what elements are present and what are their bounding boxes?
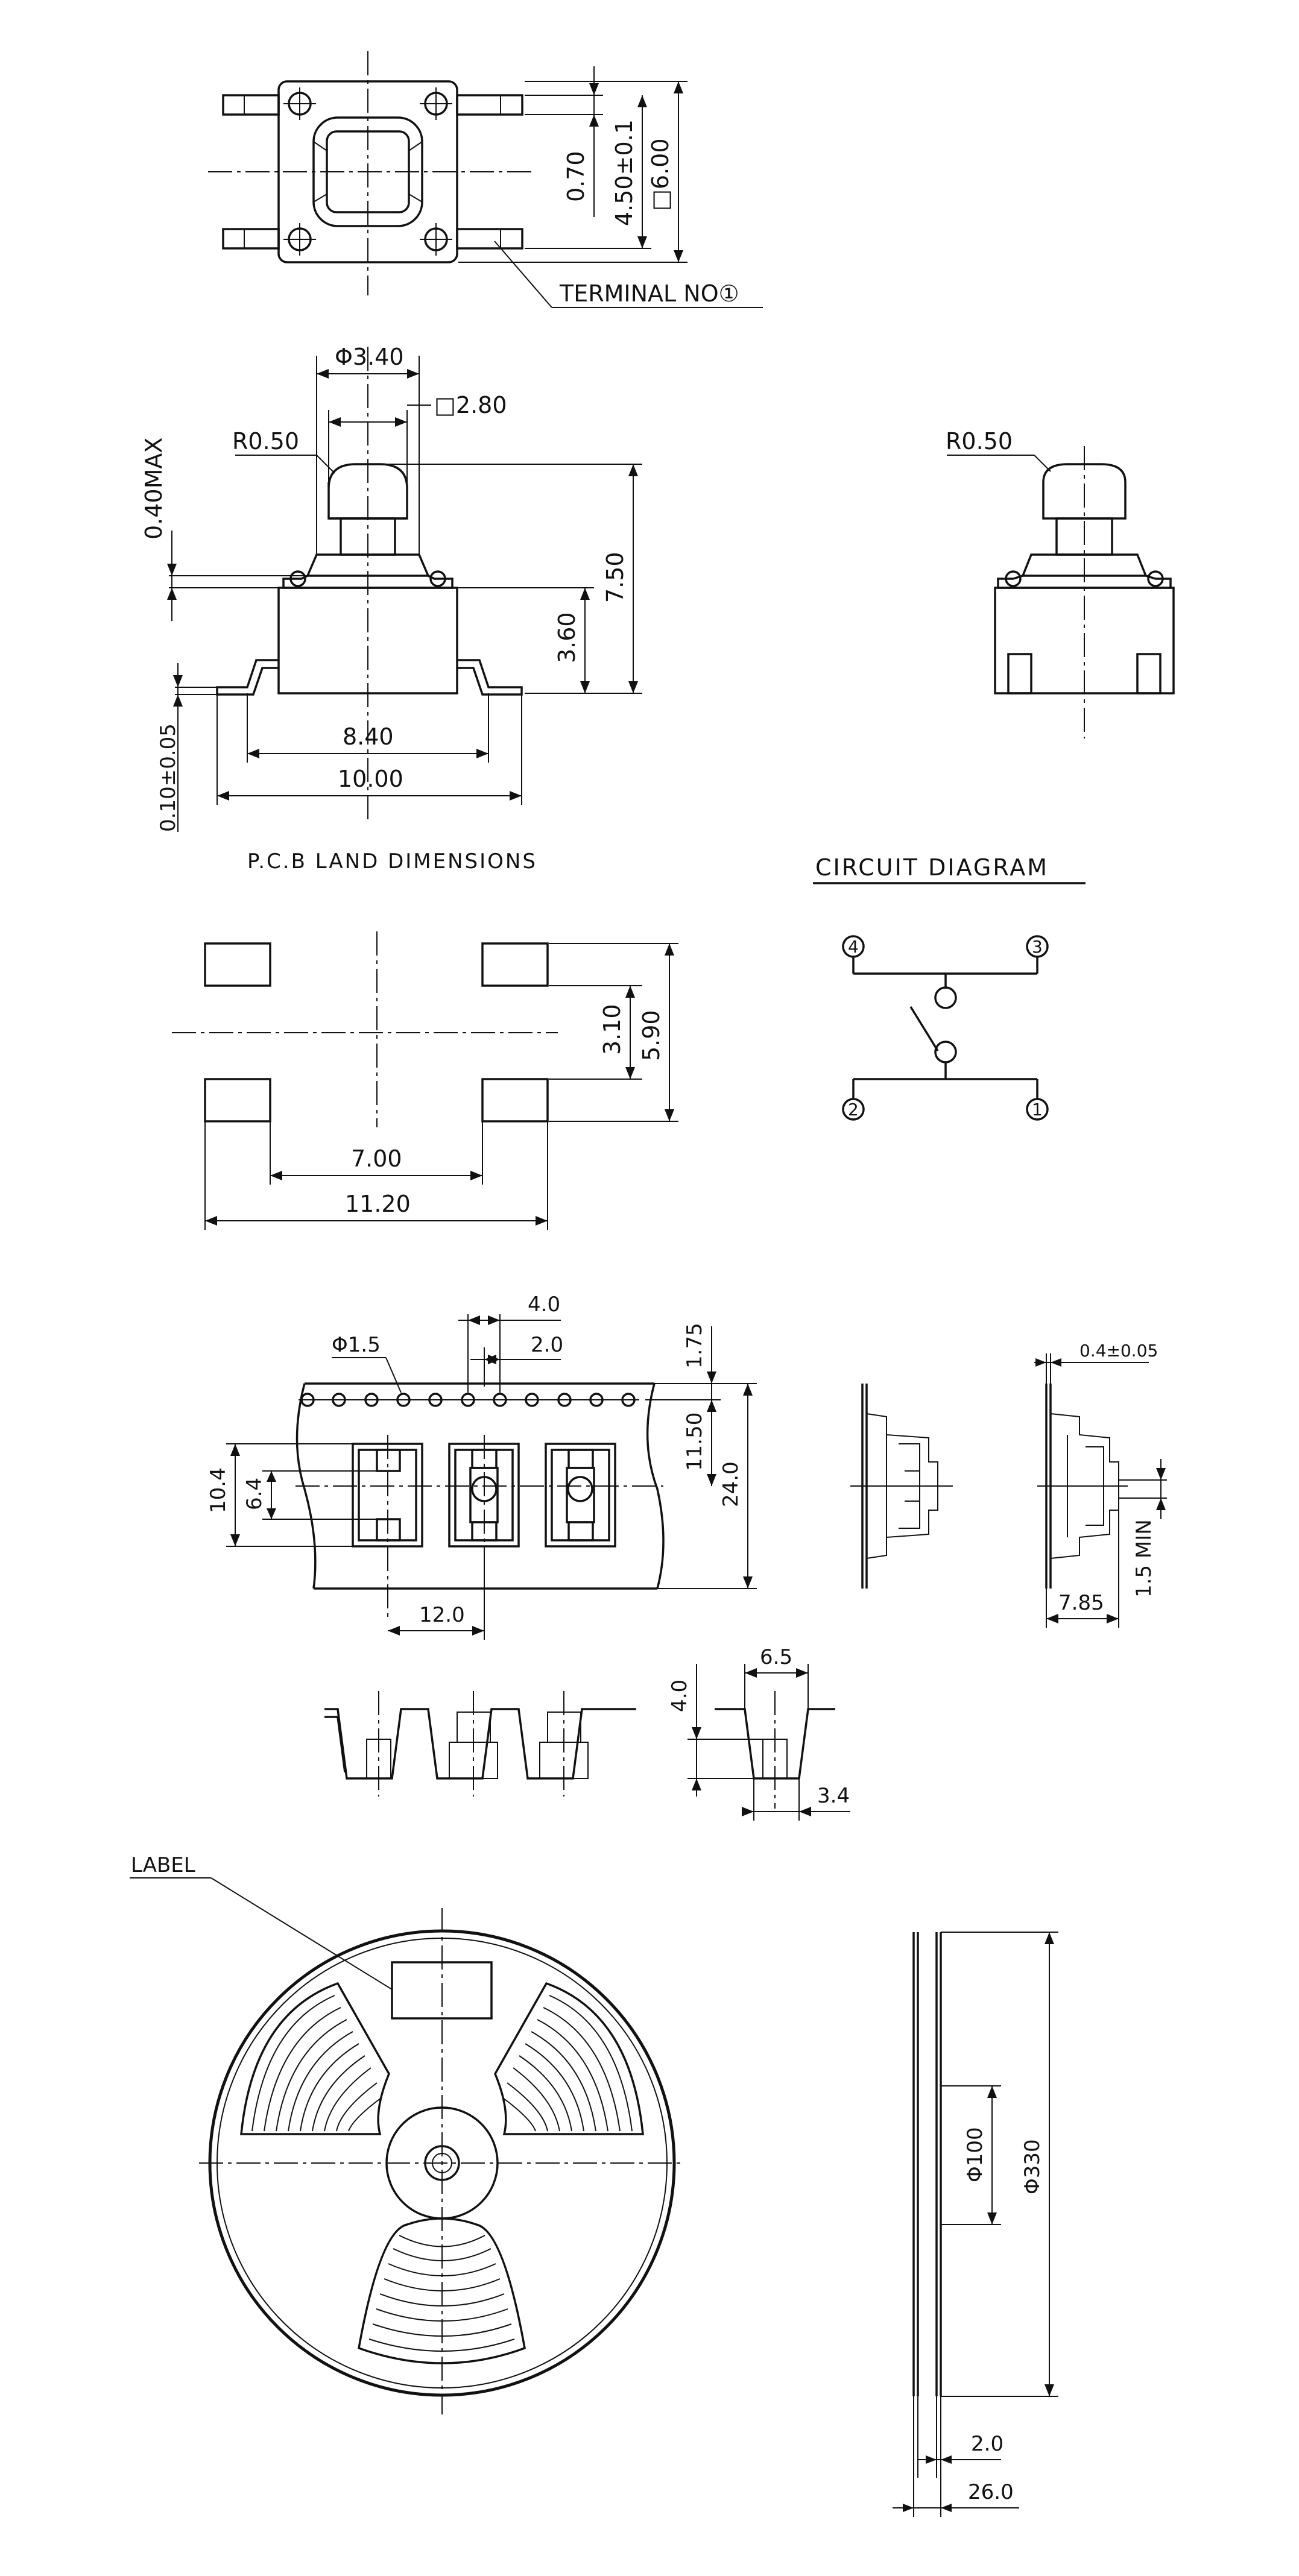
top-view: 0.70 4.50±0.1 □6.00 TERMINAL NO① — [208, 51, 763, 308]
dim-2-0: 2.0 — [531, 1333, 563, 1357]
pin-1: 1 — [1032, 1100, 1043, 1120]
dim-6-00: □6.00 — [647, 138, 674, 211]
dim-4-50: 4.50±0.1 — [611, 119, 637, 226]
dim-7-50: 7.50 — [602, 552, 628, 603]
dim-phi-100: Φ100 — [963, 2127, 987, 2182]
circuit-diagram: CIRCUIT DIAGRAM 4 3 2 1 — [813, 854, 1086, 1121]
terminal-no-label: TERMINAL NO① — [559, 280, 739, 307]
dim-8-40: 8.40 — [343, 723, 394, 750]
dim-4-0: 4.0 — [528, 1293, 560, 1317]
dim-1-75: 1.75 — [683, 1323, 707, 1368]
dim-2-0-reel: 2.0 — [971, 2432, 1003, 2456]
label-text: LABEL — [131, 1853, 195, 1877]
dim-6-4: 6.4 — [242, 1478, 267, 1510]
dim-6-5: 6.5 — [760, 1645, 792, 1669]
dim-7-00: 7.00 — [351, 1145, 402, 1172]
side-view: Φ3.40 □2.80 R0.50 0.40MAX 7.50 3.60 — [141, 344, 642, 832]
dim-24-0: 24.0 — [719, 1461, 743, 1507]
dim-phi-3-40: Φ3.40 — [335, 344, 404, 370]
dim-4-0-b: 4.0 — [668, 1680, 692, 1712]
dim-10-00: 10.00 — [338, 766, 403, 792]
dim-11-20: 11.20 — [345, 1191, 411, 1217]
pcb-title: P.C.B LAND DIMENSIONS — [247, 849, 537, 874]
dim-26-0: 26.0 — [968, 2480, 1014, 2504]
side-radius: R0.50 — [232, 428, 299, 455]
dim-0-10: 0.10±0.05 — [156, 723, 180, 832]
dim-phi-330: Φ330 — [1020, 2139, 1045, 2194]
dim-0-4: 0.4±0.05 — [1079, 1341, 1158, 1361]
carrier-tape: Φ1.5 4.0 2.0 1.75 11.50 24.0 10.4 — [206, 1293, 757, 1640]
dim-0-70: 0.70 — [563, 151, 589, 202]
dim-5-90: 5.90 — [638, 1010, 665, 1061]
reel-window-right — [494, 1982, 644, 2135]
reel-window-bottom — [358, 2217, 526, 2364]
end-view: R0.50 — [946, 428, 1175, 738]
reel-front: LABEL — [130, 1853, 684, 2414]
dim-sq-2-80: □2.80 — [434, 392, 507, 418]
dim-3-4: 3.4 — [817, 1784, 850, 1808]
pcb-land: P.C.B LAND DIMENSIONS 3.10 5.90 7.00 11.… — [172, 849, 678, 1230]
dim-12-0: 12.0 — [419, 1603, 465, 1627]
reel-window-left — [240, 1982, 390, 2135]
dim-3-10: 3.10 — [599, 1004, 625, 1055]
pin-2: 2 — [848, 1100, 859, 1120]
end-radius: R0.50 — [946, 428, 1013, 455]
dim-3-60: 3.60 — [554, 612, 580, 663]
dim-1-5-min: 1.5 MIN — [1132, 1519, 1156, 1598]
dim-7-85: 7.85 — [1058, 1591, 1104, 1615]
dim-10-4: 10.4 — [206, 1467, 230, 1513]
pin-4: 4 — [848, 937, 859, 957]
dim-11-50: 11.50 — [683, 1412, 707, 1471]
reel-side: Φ100 Φ330 2.0 26.0 — [893, 1932, 1058, 2517]
dim-phi-1-5: Φ1.5 — [332, 1333, 381, 1357]
pin-3: 3 — [1032, 937, 1043, 957]
dim-0-40-max: 0.40MAX — [141, 438, 167, 540]
tape-side-views: 0.4±0.05 1.5 MIN 7.85 — [850, 1341, 1167, 1628]
pocket-sections: 6.5 4.0 3.4 — [324, 1645, 850, 1821]
circuit-title: CIRCUIT DIAGRAM — [815, 854, 1049, 881]
sprocket-holes — [299, 1393, 639, 1407]
